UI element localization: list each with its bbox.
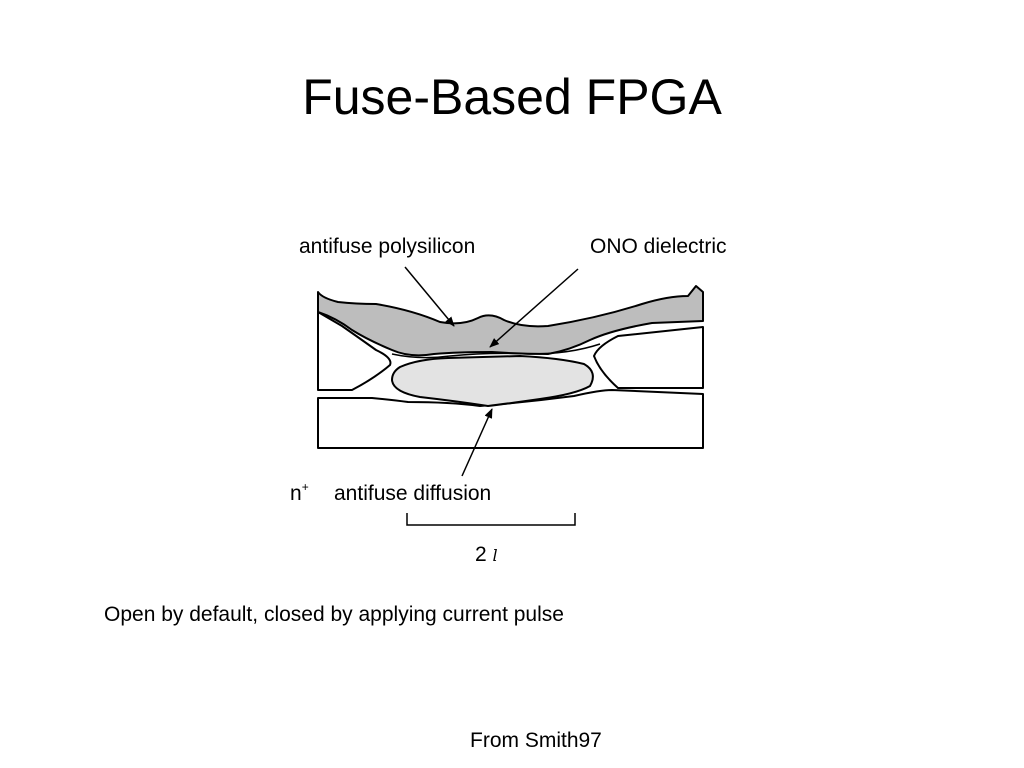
antifuse-diffusion-label: antifuse diffusion (334, 482, 492, 505)
antifuse-polysilicon-layer (317, 285, 704, 357)
source-attribution: From Smith97 (470, 729, 602, 752)
left-oxide-block (317, 311, 392, 391)
scale-bar (406, 513, 576, 526)
ono-dielectric-layer (391, 343, 601, 359)
antifuse-polysilicon-label: antifuse polysilicon (299, 235, 476, 258)
antifuse-diffusion-region (391, 355, 594, 407)
right-oxide-block (593, 326, 704, 389)
scale-label: 2 l (475, 542, 498, 569)
n-plus-base: n (290, 482, 302, 505)
dielectric-pointer-arrow (489, 268, 579, 348)
diffusion-pointer-arrow (461, 408, 493, 477)
slide-caption: Open by default, closed by applying curr… (104, 603, 564, 626)
polysilicon-pointer-arrow (404, 266, 455, 327)
n-plus-superscript: + (301, 480, 309, 494)
scale-value: 2 (475, 543, 487, 566)
slide-title: Fuse-Based FPGA (302, 69, 722, 125)
n-plus-label: n+ (290, 481, 309, 507)
ono-dielectric-label: ONO dielectric (590, 235, 727, 258)
scale-unit: l (492, 546, 498, 565)
